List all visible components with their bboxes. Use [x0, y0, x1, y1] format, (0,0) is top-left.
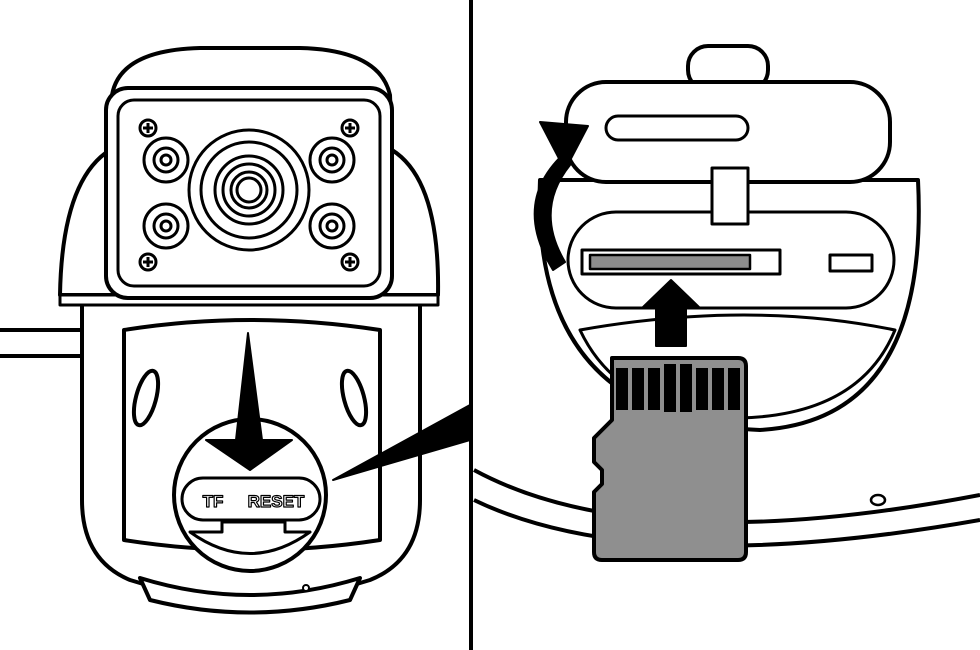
tf-reset-lower-slot	[188, 520, 312, 555]
left-panel: TF RESET	[0, 46, 471, 615]
reset-label: RESET	[248, 492, 305, 511]
mount-arm	[0, 328, 80, 358]
reset-button	[828, 253, 874, 273]
camera-lens	[187, 128, 311, 252]
microsd-contacts	[616, 364, 740, 412]
left-vent	[131, 368, 161, 428]
tf-reset-label-bar	[180, 476, 322, 522]
corner-screws	[138, 118, 360, 272]
camera-base-bottom	[138, 576, 362, 615]
microsd-card	[592, 356, 748, 562]
tf-reset-cover: TF RESET	[172, 417, 328, 573]
ir-led-group	[142, 136, 356, 250]
base-screw-hole	[302, 584, 310, 592]
arrow-up-icon	[641, 279, 701, 347]
cover-flap-grip	[604, 114, 750, 142]
rim-screw-hole	[869, 493, 887, 507]
cover-hinge	[710, 166, 750, 226]
curved-arrow-icon	[533, 121, 589, 271]
right-panel	[473, 44, 980, 562]
right-vent	[339, 368, 369, 428]
tf-label: TF	[203, 492, 224, 511]
arrow-down-icon	[205, 332, 293, 471]
tf-card-slot-opening	[588, 253, 752, 271]
